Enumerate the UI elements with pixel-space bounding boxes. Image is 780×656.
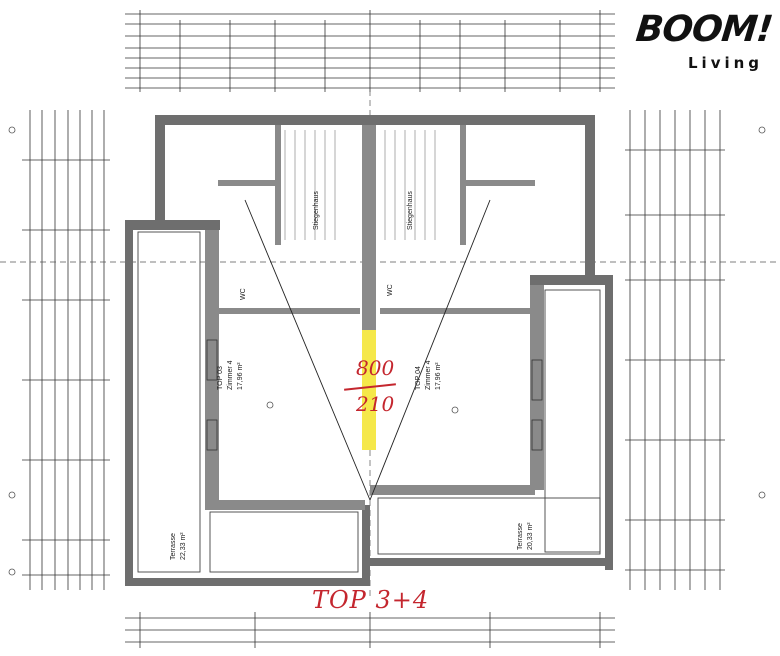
terrace-area-top4: 20,33 m² <box>527 522 534 550</box>
left-dimension-lines <box>22 110 110 590</box>
stair-hatching <box>284 130 436 240</box>
terrace-outlines <box>137 231 601 573</box>
interior-walls <box>205 125 544 510</box>
highlighted-wall-opening <box>362 330 376 450</box>
stair-label-right: Stiegenhaus <box>407 191 414 230</box>
right-dimension-lines <box>625 110 725 590</box>
annotation-height: 210 <box>356 392 395 416</box>
wc-label-right: WC <box>387 284 394 296</box>
wc-label-left: WC <box>240 288 247 300</box>
room-markers <box>8 126 766 576</box>
room-label-top3: Zimmer 4 <box>227 360 234 390</box>
axis-lines <box>0 90 780 600</box>
terrace-area-top3: 22,33 m² <box>180 532 187 560</box>
terrace-label-top3: Terrasse <box>170 533 177 560</box>
unit-label-right: TOP 04 <box>415 366 422 390</box>
terrace-label-top4: Terrasse <box>517 523 524 550</box>
exterior-walls <box>125 115 613 586</box>
annotation-title: TOP 3+4 <box>312 586 430 614</box>
brand-name: BOOM! <box>633 9 775 50</box>
room-area-top3: 17,96 m² <box>237 362 244 390</box>
bottom-dimension-lines <box>125 612 615 648</box>
room-label-top4: Zimmer 4 <box>425 360 432 390</box>
annotation-width: 800 <box>356 356 395 380</box>
room-text: Zimmer 4 17,96 m² Zimmer 4 17,96 m² Terr… <box>170 191 534 560</box>
room-area-top4: 17,96 m² <box>435 362 442 390</box>
window-marks <box>206 339 543 451</box>
unit-label-left: TOP 03 <box>217 366 224 390</box>
brand-tagline: Living <box>688 54 764 72</box>
brand-logo: BOOM! Living <box>634 9 774 80</box>
stair-label-left: Stiegenhaus <box>313 191 320 230</box>
diagonal-lines <box>244 199 491 501</box>
top-dimension-lines <box>125 10 615 92</box>
